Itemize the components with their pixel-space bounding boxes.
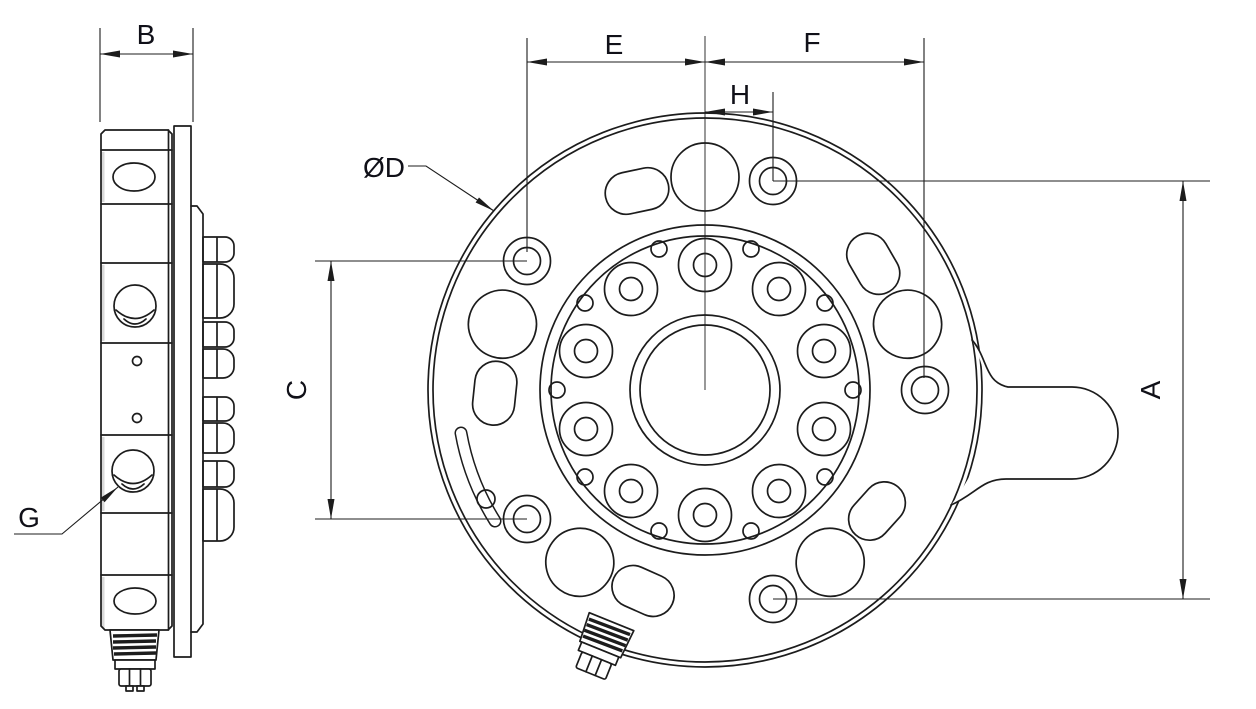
front-view <box>427 112 1119 680</box>
side-segment-lines <box>100 149 173 576</box>
dim-c: C <box>281 260 527 520</box>
front-threaded-plug <box>575 611 635 680</box>
edge-highlight <box>101 265 105 341</box>
leader-d: ØD <box>363 152 495 212</box>
keyhole-slot <box>604 142 740 216</box>
arc-slot-end-hole <box>476 489 496 509</box>
hole <box>900 365 950 415</box>
dim-label-d: ØD <box>363 152 405 183</box>
edge-highlight <box>101 577 105 628</box>
side-body-outline <box>100 129 173 631</box>
leader-g: G <box>14 486 119 535</box>
dim-b: B <box>99 19 194 122</box>
dim-e-f: E F <box>526 27 925 378</box>
keyhole-slot <box>795 481 907 598</box>
latch-tongue <box>950 339 1119 506</box>
dim-label-f: F <box>803 27 820 58</box>
side-ball-detent-upper <box>113 284 157 328</box>
dim-h: H <box>705 79 774 181</box>
keyhole-slot <box>544 527 675 618</box>
dim-label-b: B <box>137 19 156 50</box>
dim-label-h: H <box>730 79 750 110</box>
side-view <box>100 125 235 692</box>
arc-slot <box>454 426 502 528</box>
dim-a: A <box>773 180 1210 600</box>
side-ball-detent-lower <box>111 449 155 493</box>
small-bolt-holes <box>548 240 862 540</box>
dim-label-a: A <box>1135 380 1166 399</box>
side-plate <box>173 125 192 658</box>
hole <box>910 375 940 405</box>
side-pin-hole <box>131 412 143 424</box>
side-pin-hole <box>131 355 143 367</box>
side-plate-step <box>190 205 204 633</box>
dim-label-c: C <box>281 380 312 400</box>
keyhole-slot <box>467 289 538 426</box>
edge-highlight <box>101 437 105 511</box>
side-slot-hole-top <box>112 162 156 192</box>
edge-highlight <box>101 152 105 202</box>
dim-label-e: E <box>605 29 624 60</box>
keyhole-slot <box>845 232 943 360</box>
side-fitting-tabs <box>202 236 235 542</box>
keyhole-slots <box>467 142 943 618</box>
mounting-holes <box>502 156 950 624</box>
dim-label-g: G <box>18 502 40 533</box>
dimensions: B E F H <box>14 19 1210 600</box>
side-slot-hole-bottom <box>113 587 157 615</box>
side-threaded-plug <box>109 629 160 692</box>
